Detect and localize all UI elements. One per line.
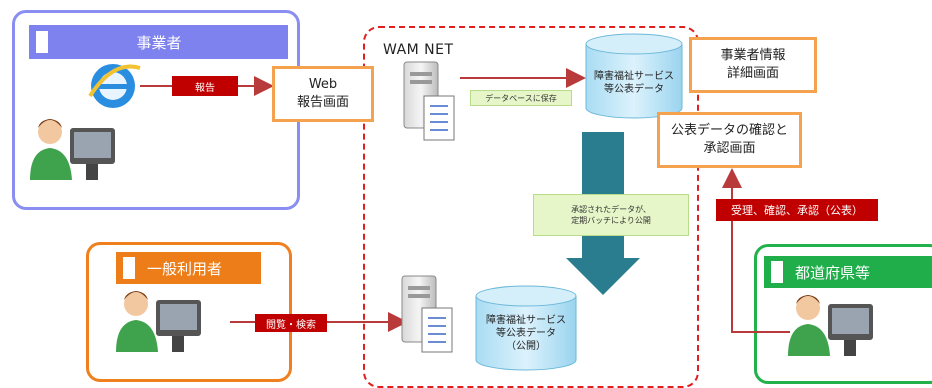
business-detail-box: 事業者情報 詳細画面: [689, 37, 817, 93]
confirm-approve-line-2: 承認画面: [703, 141, 756, 156]
business-detail-line-1: 事業者情報: [720, 48, 786, 63]
batch-publish-tag: 承認されたデータが、 定期バッチにより公開: [533, 194, 689, 236]
approve-arrow: [722, 168, 790, 333]
user-icon: [30, 119, 115, 180]
public-user-header: 一般利用者: [116, 252, 261, 284]
web-report-line-1: Web: [308, 77, 338, 92]
prefecture-header: 都道府県等: [764, 256, 932, 288]
top-db-line-1: 障害福祉サービス: [594, 71, 674, 82]
bottom-db-line-2: 等公表データ: [496, 328, 556, 339]
database-icon: [585, 33, 683, 119]
bottom-db-line-1: 障害福祉サービス: [486, 315, 566, 326]
bottom-db-line-3: （公開）: [506, 341, 546, 352]
header-tab-marker: [36, 31, 48, 53]
wam-net-title: WAM NET: [383, 42, 454, 58]
top-db-label: 障害福祉サービス 等公表データ: [586, 70, 682, 96]
prefecture-label: 都道府県等: [795, 263, 871, 282]
report-tag: 報告: [172, 76, 238, 96]
database-icon: [475, 285, 577, 371]
public-user-label: 一般利用者: [147, 259, 223, 278]
top-db-line-2: 等公表データ: [604, 84, 664, 95]
diagram-graphics: [30, 33, 873, 371]
header-tab-marker: [123, 257, 135, 279]
batch-publish-line-1: 承認されたデータが、: [571, 205, 651, 214]
server-icon: [401, 275, 453, 353]
header-tab-marker: [771, 261, 783, 283]
business-header: 事業者: [29, 25, 288, 59]
business-detail-line-2: 詳細画面: [726, 66, 779, 81]
confirm-approve-line-1: 公表データの確認と: [670, 123, 788, 138]
business-label: 事業者: [136, 33, 182, 52]
batch-publish-line-2: 定期バッチにより公開: [571, 216, 651, 225]
web-report-line-2: 報告画面: [296, 95, 349, 110]
bottom-db-label: 障害福祉サービス 等公表データ （公開）: [476, 314, 576, 353]
user-icon: [788, 295, 873, 356]
browser-icon: [88, 64, 141, 108]
browse-search-tag: 閲覧・検索: [255, 314, 327, 332]
web-report-box: Web 報告画面: [272, 66, 374, 122]
confirm-approve-box: 公表データの確認と 承認画面: [657, 112, 802, 168]
accept-confirm-tag: 受理、確認、承認（公表）: [716, 199, 878, 221]
server-icon: [403, 61, 455, 141]
user-icon: [116, 291, 201, 352]
save-db-tag: データベースに保存: [470, 90, 572, 106]
